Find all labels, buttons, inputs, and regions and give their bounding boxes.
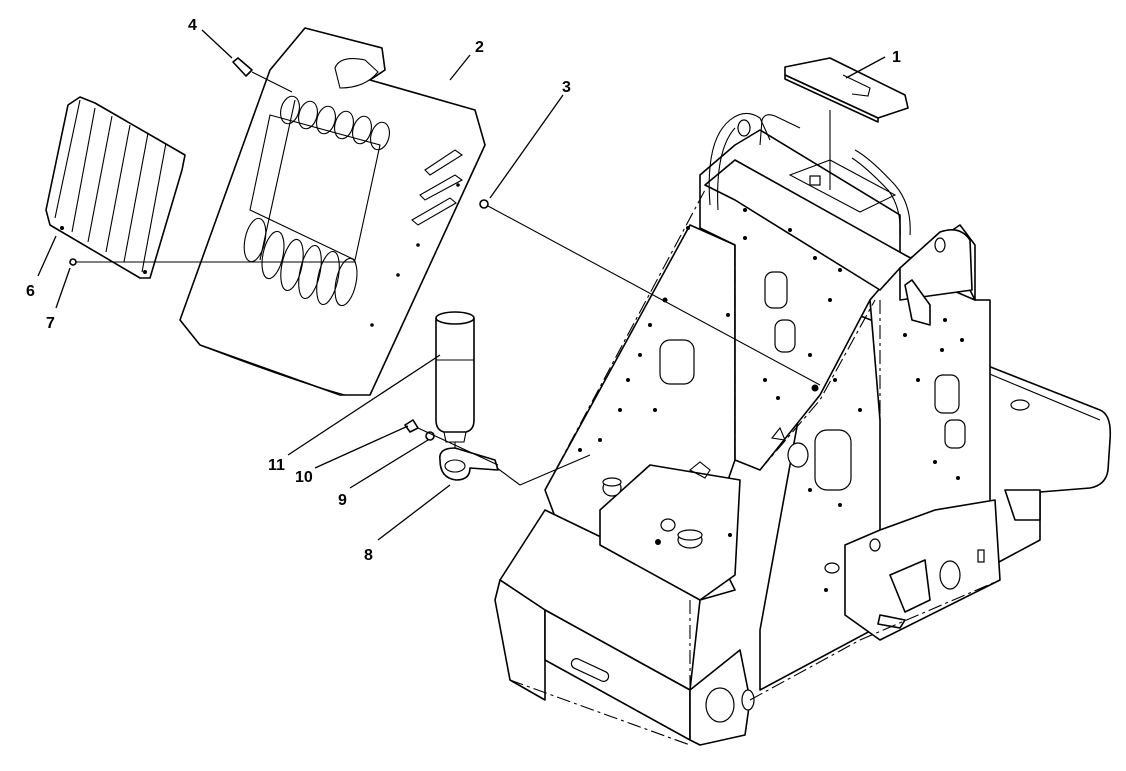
- louver-loops-upper: [280, 95, 390, 151]
- callout-labels: 1 2 3 4 6 7 8 9 10 11: [26, 17, 901, 564]
- part-4-pin: [232, 57, 293, 93]
- callout-6: 6: [26, 283, 35, 300]
- callout-2: 2: [475, 39, 484, 56]
- callout-1: 1: [892, 49, 901, 66]
- part-7-screw: [69, 258, 356, 266]
- part-11-canister: [435, 311, 475, 470]
- callout-8: 8: [364, 547, 373, 564]
- callout-9: 9: [338, 492, 347, 509]
- callout-11: 11: [268, 457, 285, 474]
- callout-7: 7: [46, 315, 55, 332]
- part-10-bolt: [404, 419, 499, 466]
- callout-10: 10: [295, 469, 313, 486]
- part-3-nut: [479, 199, 821, 386]
- leader-lines: [37, 29, 886, 541]
- main-frame: [494, 112, 1112, 746]
- part-8-clamp: [438, 447, 591, 486]
- frame-fastener-holes: [578, 208, 964, 592]
- callout-3: 3: [562, 79, 571, 96]
- part-1-top-cover-plate: [784, 57, 909, 190]
- callout-4: 4: [188, 17, 197, 34]
- part-6-grille: [45, 96, 186, 279]
- hidden-lines: [509, 189, 1001, 746]
